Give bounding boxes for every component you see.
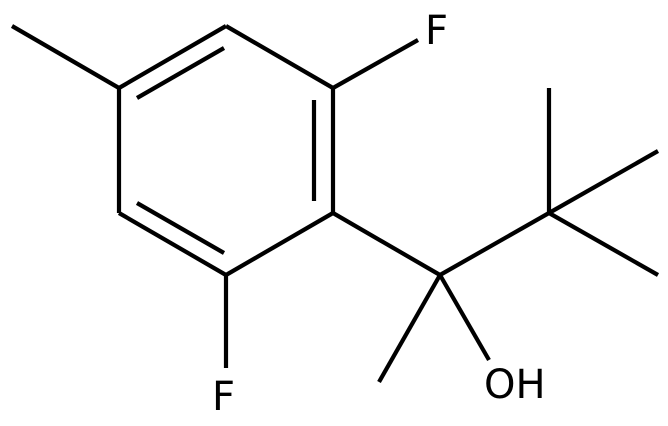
ring-bond-c5-c6: [117, 211, 228, 277]
ring-double-bond-c5-c6: [135, 201, 226, 255]
bond-carbinol-to-quaternary: [438, 211, 551, 277]
fluorine-label-bottom: F: [212, 374, 235, 420]
ring-bond-c2-c3: [224, 24, 335, 90]
bond-ring-to-carbinol: [331, 211, 442, 277]
fluorine-bond-top: [331, 38, 420, 90]
ring-double-bond-c3-c4: [135, 46, 226, 100]
ring-bond-c6-c1: [224, 211, 335, 277]
methyl-bond-carbinol: [377, 273, 442, 384]
hydroxyl-bond: [438, 273, 491, 362]
fluorine-label-top: F: [425, 8, 448, 54]
hydroxyl-label: OH: [484, 362, 546, 408]
tert-butyl-methyl-upper-right: [547, 149, 660, 215]
methyl-bond-ring: [10, 24, 121, 90]
tert-butyl-methyl-lower-right: [547, 211, 660, 277]
ring-bond-c3-c4: [117, 24, 228, 90]
